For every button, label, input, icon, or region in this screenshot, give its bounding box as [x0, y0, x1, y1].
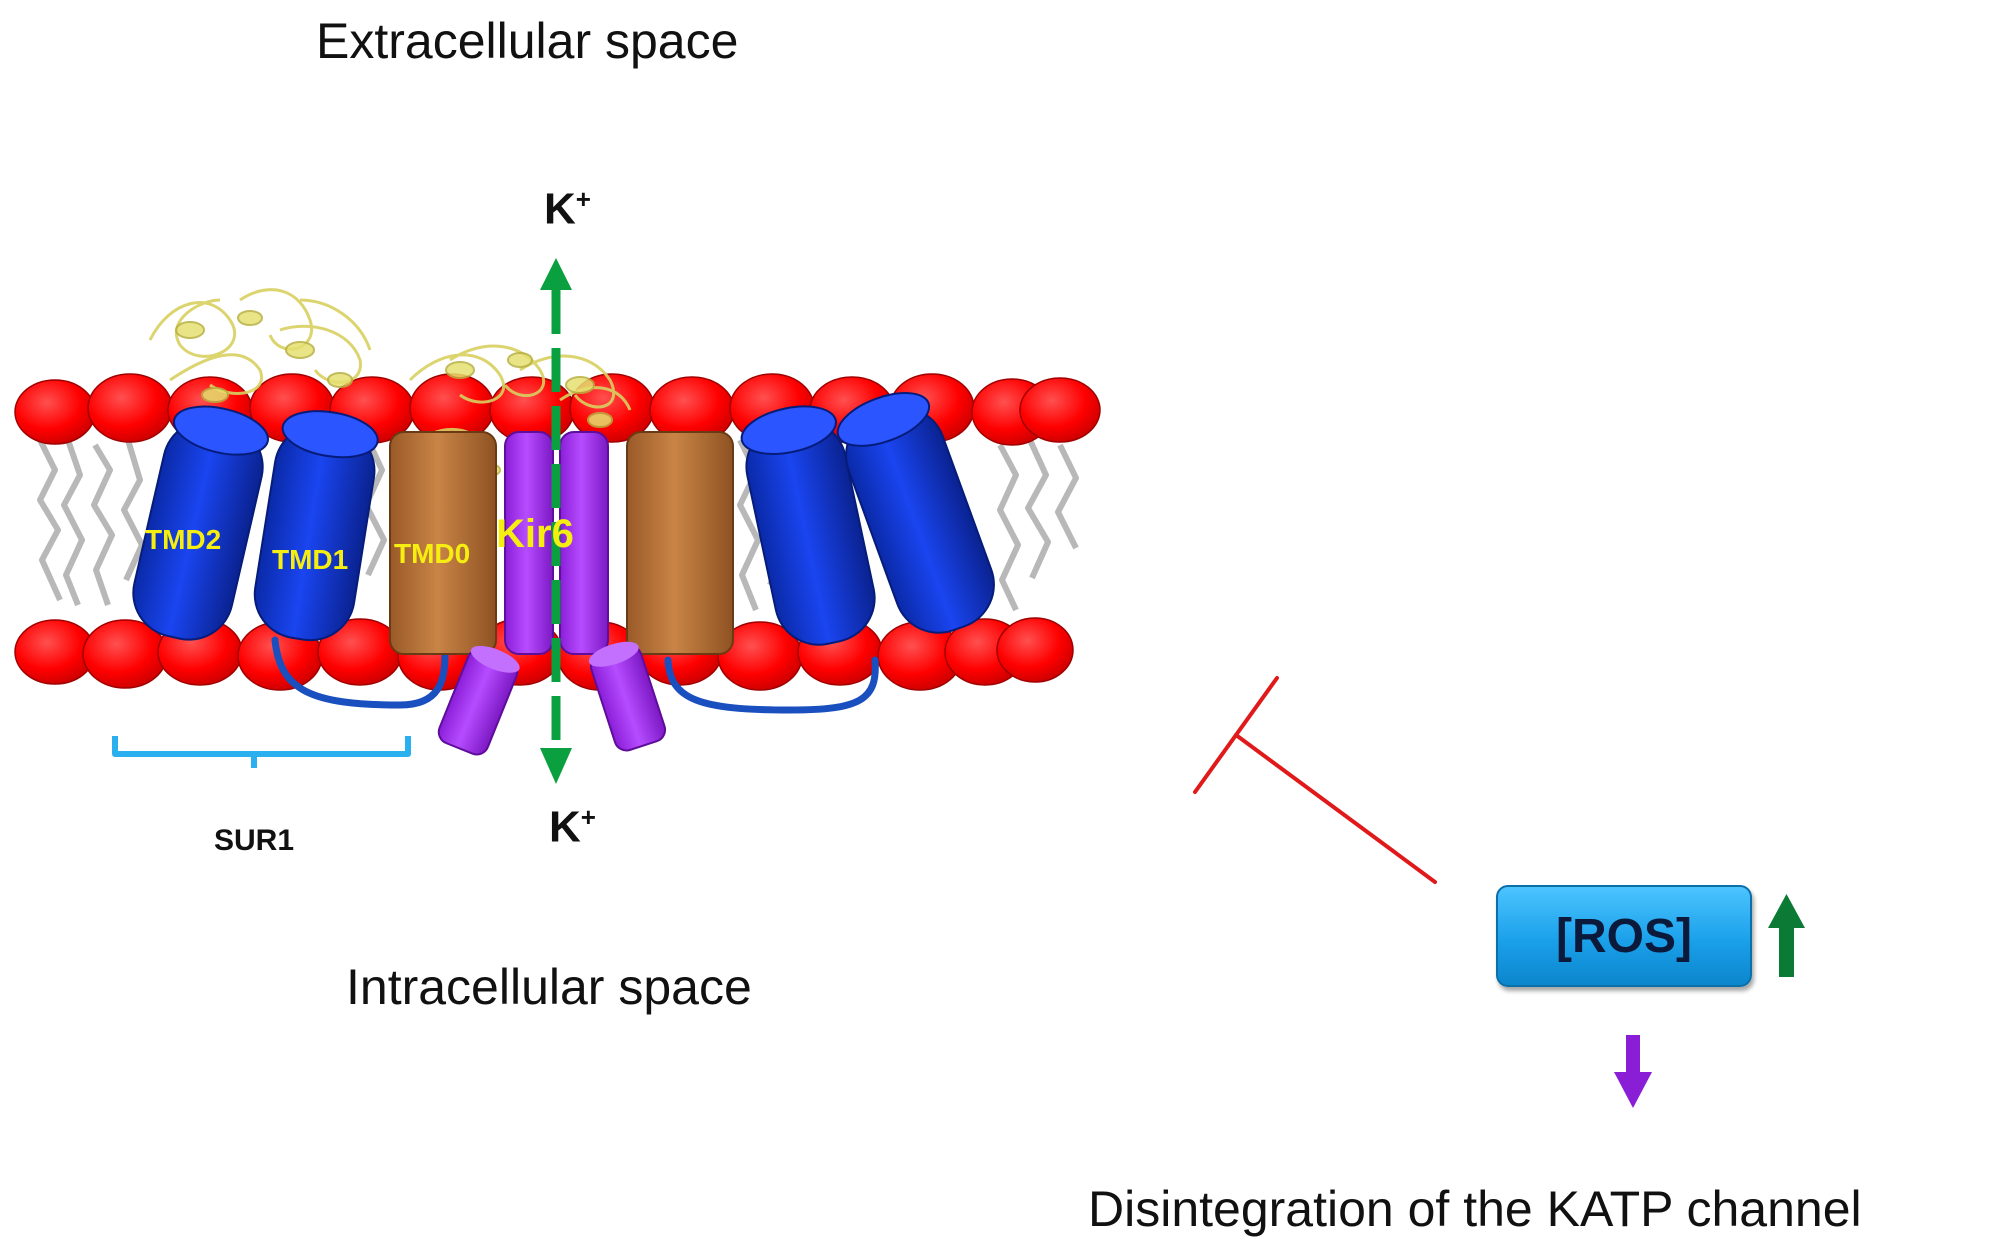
charge-sup: +: [580, 802, 596, 832]
tmd1-helix: [253, 410, 379, 642]
down-arrow-icon: [1614, 1035, 1652, 1108]
tmd0-block-right: [626, 431, 734, 655]
extracellular-space-label: Extracellular space: [316, 13, 739, 69]
tmd0-block-left: [389, 431, 497, 655]
intracellular-loops: [271, 636, 879, 714]
tmd2-helix: [132, 405, 269, 641]
ros-label: [ROS]: [1556, 909, 1692, 963]
potassium-symbol: K: [549, 802, 581, 852]
intracellular-space-label: Intracellular space: [346, 959, 752, 1015]
potassium-label-top: K+: [544, 184, 591, 235]
potassium-symbol: K: [544, 184, 576, 234]
disintegration-label: Disintegration of the KATP channel: [1088, 1181, 1862, 1237]
membrane-top-leaflet: [14, 373, 1101, 446]
tmd-helix-right-a: [740, 405, 876, 646]
up-arrow-icon: [1768, 894, 1805, 977]
sur1-bracket: [112, 736, 411, 768]
kir6-cytoplasmic-domain-left: [437, 645, 520, 756]
potassium-label-bottom: K+: [549, 802, 596, 853]
membrane-bottom-leaflet: [14, 617, 1074, 691]
tmd0-label: TMD0: [394, 538, 471, 569]
tmd1-label: TMD1: [272, 544, 349, 575]
kir6-helices: [504, 431, 609, 655]
sur1-label: SUR1: [214, 824, 295, 857]
kir6-label: Kir6: [496, 512, 574, 556]
ros-box: [ROS]: [1496, 885, 1752, 987]
charge-sup: +: [575, 184, 591, 214]
tmd2-label: TMD2: [145, 524, 222, 555]
potassium-flux-arrow-icon: [540, 258, 572, 784]
kir6-cytoplasmic-domain-right: [588, 641, 667, 752]
inhibition-t-bar-icon: [1193, 676, 1437, 884]
tmd-helix-right-b: [836, 392, 995, 634]
